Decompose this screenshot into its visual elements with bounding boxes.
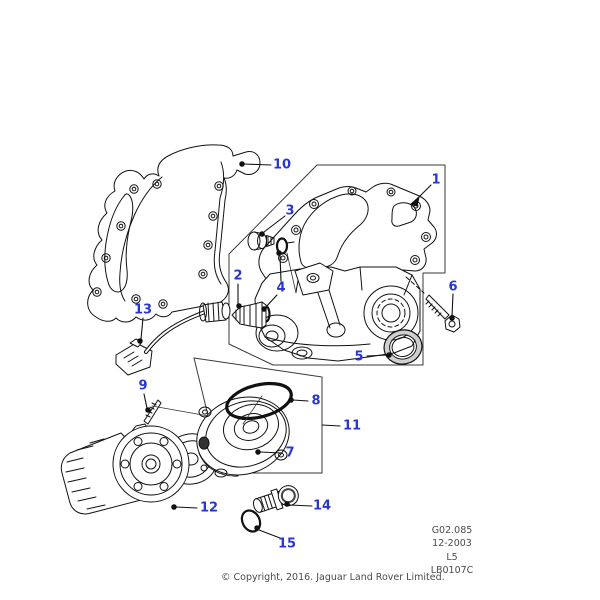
- callout-9: 9: [138, 378, 148, 394]
- callout-3: 3: [285, 203, 295, 219]
- union-part-drawing-14: [253, 485, 299, 513]
- reference-code-block: G02.085 12-2003 L5 LB0107C: [404, 524, 500, 578]
- callout-1: 1: [431, 172, 441, 188]
- reference-line-2: 12-2003: [432, 538, 472, 550]
- harness-part-drawing: [115, 301, 231, 376]
- reference-line-1: G02.085: [431, 525, 473, 536]
- callout-11: 11: [342, 418, 362, 434]
- timing-cover-part-drawing: [254, 182, 437, 362]
- callout-12: 12: [199, 500, 219, 516]
- reference-line-3: L5: [446, 551, 458, 563]
- callout-5: 5: [354, 349, 364, 365]
- callout-2: 2: [233, 268, 243, 284]
- reference-line-4: LB0107C: [430, 565, 474, 577]
- gasket-bolt-holes: [92, 179, 224, 309]
- callout-10: 10: [272, 157, 292, 173]
- callout-13: 13: [133, 302, 153, 318]
- callout-7: 7: [285, 445, 295, 461]
- callout-15: 15: [277, 536, 297, 552]
- callout-14: 14: [312, 498, 332, 514]
- callout-4: 4: [276, 280, 286, 296]
- oil-filter-part-drawing: [60, 425, 190, 515]
- bolt-part-drawing-6: [425, 294, 461, 333]
- oil-seal-part-drawing: [383, 329, 423, 365]
- callout-8: 8: [311, 393, 321, 409]
- main-assembly-box: [228, 164, 446, 366]
- o-ring-part-drawing-8: [225, 381, 293, 425]
- gasket-part-drawing: [87, 144, 261, 323]
- leader-lines: [137, 161, 455, 539]
- copyright-text: © Copyright, 2016. Jaguar Land Rover Lim…: [221, 572, 445, 583]
- callout-6: 6: [448, 279, 458, 295]
- o-ring-part-drawing-15: [240, 509, 262, 533]
